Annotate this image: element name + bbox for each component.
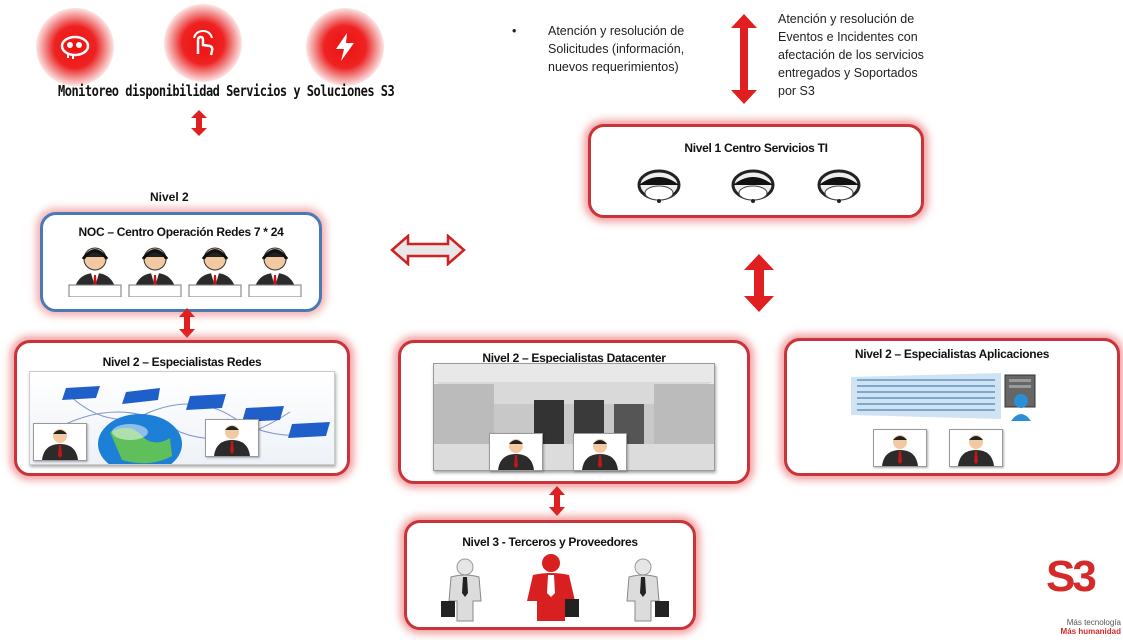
code-image <box>851 371 1041 421</box>
agent-photo <box>205 419 259 457</box>
events-line-5: por S3 <box>778 84 815 98</box>
noc-box: NOC – Centro Operación Redes 7 * 24 <box>40 212 322 312</box>
requests-line-2: Solicitudes (información, <box>548 42 685 56</box>
vertical-double-arrow <box>548 486 566 516</box>
touch-icon <box>164 4 242 82</box>
vertical-double-arrow <box>731 14 757 104</box>
aplicaciones-box: Nivel 2 – Especialistas Aplicaciones <box>784 338 1120 476</box>
vertical-double-arrow <box>178 308 196 338</box>
agent-photo <box>949 429 1003 467</box>
agent-icon <box>68 247 122 297</box>
agent-photo <box>489 433 543 471</box>
provider-icon <box>626 558 669 622</box>
agent-icon <box>248 247 302 297</box>
headset-icon <box>637 169 681 203</box>
requests-line-1: Atención y resolución de <box>548 24 685 38</box>
monitor-label: Monitoreo disponibilidad Servicios y Sol… <box>58 82 395 100</box>
requests-line-3: nuevos requerimientos) <box>548 60 679 74</box>
horizontal-double-arrow <box>390 234 466 266</box>
agent-icon <box>128 247 182 297</box>
redes-title: Nivel 2 – Especialistas Redes <box>102 355 262 369</box>
provider-icon <box>527 554 579 621</box>
nivel3-box: Nivel 3 - Terceros y Proveedores <box>404 520 696 630</box>
events-line-3: afectación de los servicios <box>778 48 924 62</box>
brain-icon <box>36 8 114 86</box>
noc-title: NOC – Centro Operación Redes 7 * 24 <box>78 225 284 239</box>
requests-bullet: • <box>512 24 517 38</box>
events-line-2: Eventos e Incidentes con <box>778 30 918 44</box>
nivel1-box: Nivel 1 Centro Servicios TI <box>588 124 924 218</box>
headset-icon <box>817 169 861 203</box>
s3-logo-mark: S3 <box>1046 552 1097 601</box>
agent-photo <box>33 423 87 461</box>
lightning-icon <box>306 8 384 86</box>
aplicaciones-title: Nivel 2 – Especialistas Aplicaciones <box>854 347 1050 361</box>
vertical-double-arrow <box>744 254 774 312</box>
agent-photo <box>873 429 927 467</box>
events-text: Atención y resolución de Eventos e Incid… <box>778 10 954 100</box>
s3-logo: S3 Más tecnología Más humanidad <box>1040 552 1123 640</box>
headset-icon <box>731 169 775 203</box>
events-line-4: entregados y Soportados <box>778 66 918 80</box>
agent-icon <box>188 247 242 297</box>
vertical-double-arrow <box>190 110 208 136</box>
logo-line-2: Más humanidad <box>1060 627 1121 636</box>
datacenter-image <box>433 363 715 471</box>
nivel2-label: Nivel 2 <box>150 190 189 204</box>
requests-text: Atención y resolución de Solicitudes (in… <box>548 22 718 76</box>
nivel3-title: Nivel 3 - Terceros y Proveedores <box>462 535 638 549</box>
agent-photo <box>573 433 627 471</box>
nivel1-title: Nivel 1 Centro Servicios TI <box>684 141 828 155</box>
events-line-1: Atención y resolución de <box>778 12 915 26</box>
datacenter-box: Nivel 2 – Especialistas Datacenter <box>398 340 750 484</box>
logo-line-1: Más tecnología <box>1066 618 1121 627</box>
redes-box: Nivel 2 – Especialistas Redes <box>14 340 350 476</box>
datacenter-title: Nivel 2 – Especialistas Datacenter <box>482 351 666 365</box>
provider-icon <box>441 558 482 622</box>
